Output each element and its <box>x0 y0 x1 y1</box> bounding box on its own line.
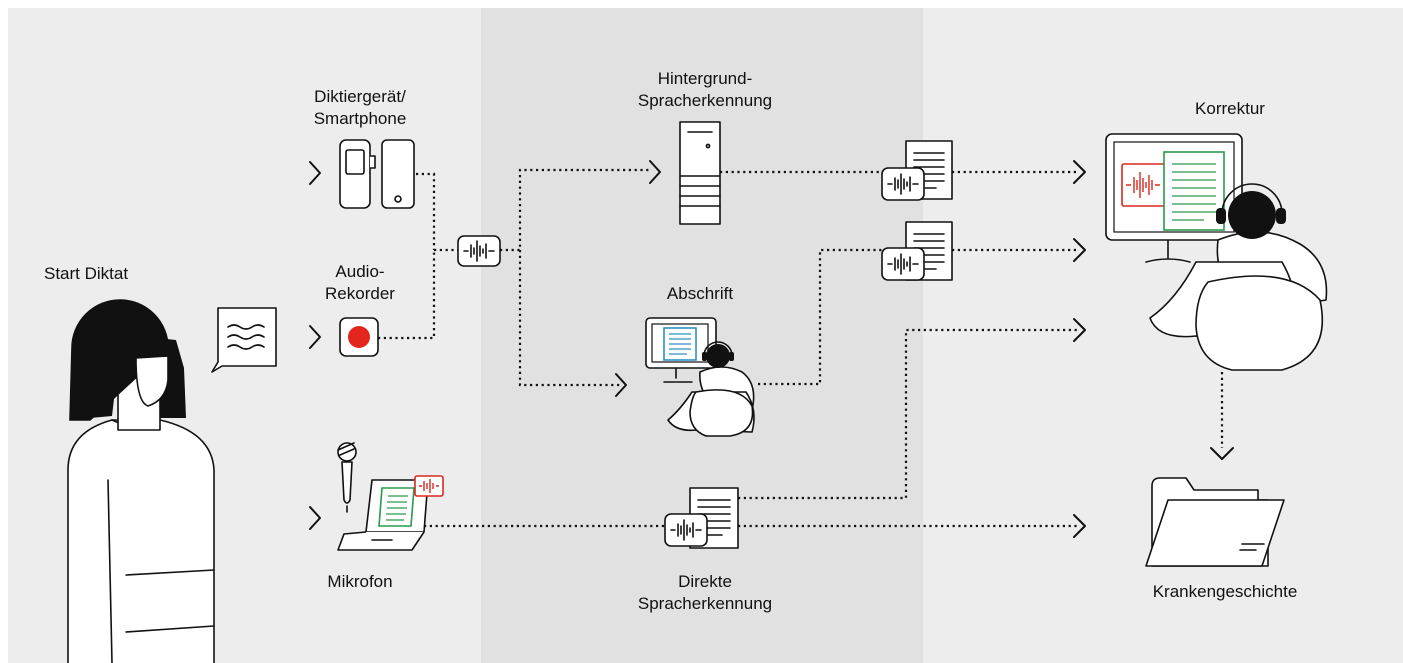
chevron-right-icon <box>649 160 661 184</box>
dictation-device-label: Diktiergerät/ Smartphone <box>313 87 407 128</box>
laptop-icon <box>337 475 444 551</box>
dictation-device-icon <box>339 139 376 209</box>
chevron-right-icon <box>309 161 321 185</box>
connector-lines <box>378 168 1224 528</box>
microphone-label: Mikrofon <box>327 572 393 591</box>
correction-workstation-icon <box>1105 133 1328 371</box>
chevron-arrows <box>309 160 1234 538</box>
audio-file-icon <box>457 235 501 267</box>
document-audio-icon <box>881 140 953 201</box>
direct-recognition-label: Direkte Spracherkennung <box>637 572 773 613</box>
folder-icon <box>1145 477 1285 567</box>
audio-recorder-label: Audio- Rekorder <box>325 262 395 303</box>
server-icon <box>679 121 721 225</box>
chevron-right-icon <box>1073 514 1086 538</box>
chevron-right-icon <box>309 325 321 349</box>
chevron-right-icon <box>1073 160 1086 184</box>
start-dictation-label: Start Diktat <box>44 264 129 283</box>
background-recognition-label: Hintergrund- Spracherkennung <box>637 69 773 110</box>
microphone-icon <box>337 442 357 513</box>
dictating-person-icon <box>67 299 215 663</box>
speech-bubble-icon <box>211 307 277 373</box>
chevron-right-icon <box>1073 318 1086 342</box>
chevron-right-icon <box>1073 238 1086 262</box>
document-audio-icon <box>664 487 739 549</box>
transcription-label: Abschrift <box>666 284 734 303</box>
chevron-right-icon <box>309 506 321 530</box>
audio-recorder-icon <box>339 317 379 357</box>
document-audio-icon <box>881 221 953 281</box>
chevron-right-icon <box>615 373 627 397</box>
medical-record-label: Krankengeschichte <box>1152 582 1298 601</box>
chevron-down-icon <box>1210 447 1234 460</box>
transcriptionist-icon <box>645 317 755 437</box>
smartphone-icon <box>381 139 415 209</box>
correction-label: Korrektur <box>1195 99 1265 118</box>
